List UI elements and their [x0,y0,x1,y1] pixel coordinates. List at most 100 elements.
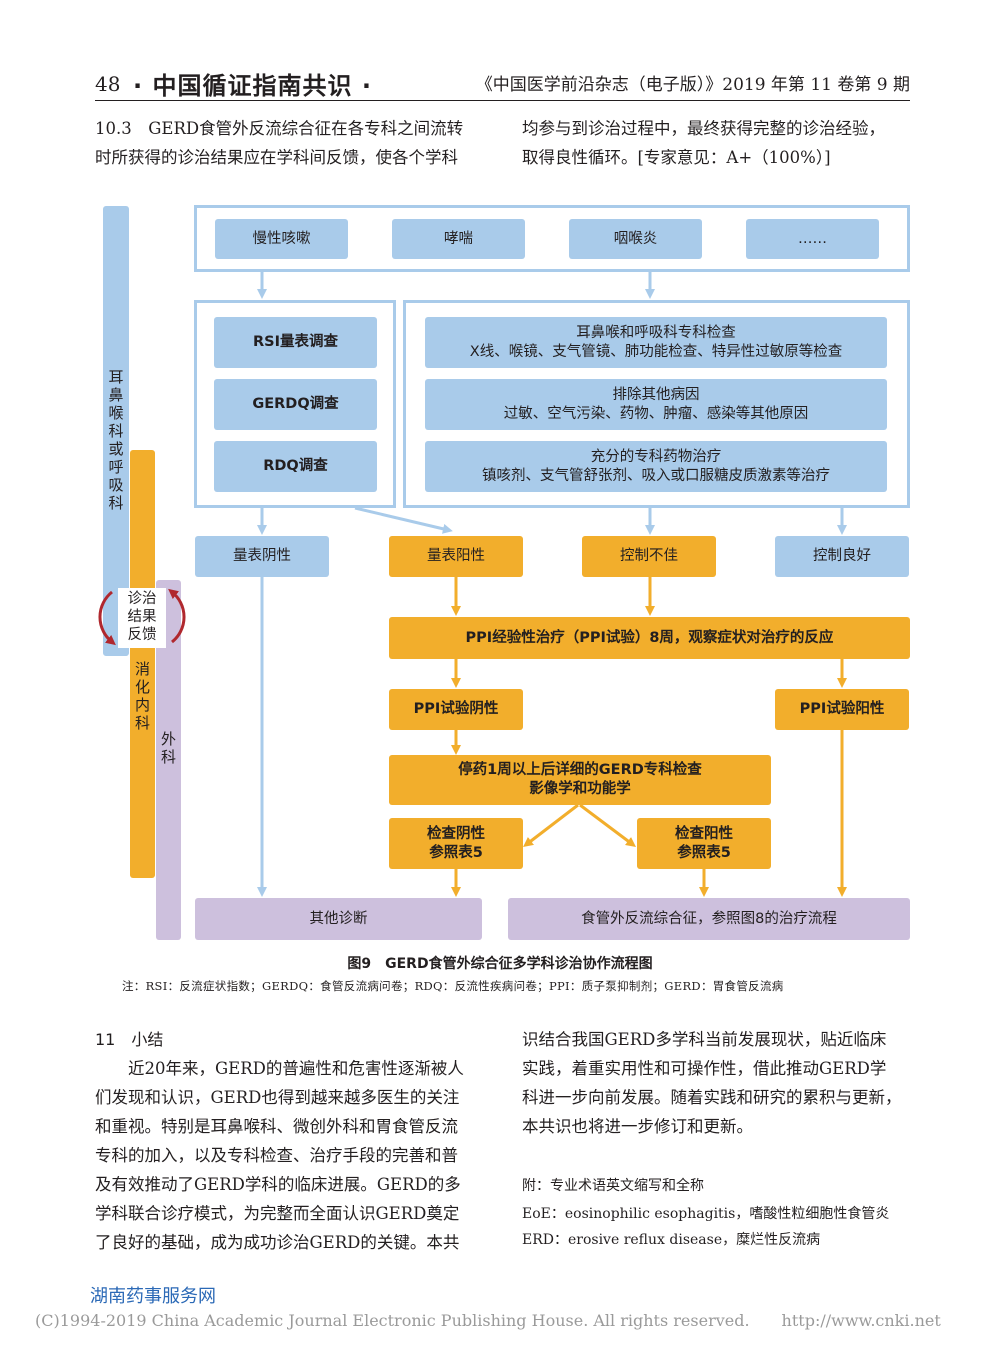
specialty-exam-detail: X线、喉镜、支气管镜、肺功能检查、特异性过敏原等检查 [469,343,843,360]
feedback-label-line: 诊治 [127,591,157,607]
flowchart-figure: 耳鼻喉科或呼吸科 消化内科 外科 诊治结果反馈 慢性咳嗽 哮喘 咽喉炎 …… R… [98,205,910,940]
gi-label: 消化内科 [130,660,155,732]
ppi-trial: PPI经验性治疗（PPI试验）8周，观察症状对治疗的反应 [389,617,910,659]
exclude-title: 排除其他病因 [612,386,700,403]
vertical-label-char: 喉 [108,404,124,422]
appendix-title: 附：专业术语英文缩写和全称 [522,1178,704,1194]
symptom-frame [194,205,910,272]
result-poor-control: 控制不佳 [582,536,716,577]
questionnaire-frame [194,300,396,508]
questionnaire-rsi: RSI量表调查 [214,317,377,368]
appendix-item: ERD：erosive reflux disease，糜烂性反流病 [522,1232,821,1248]
drug-therapy-detail: 镇咳剂、支气管舒张剂、吸入或口服糖皮质激素等治疗 [482,467,830,484]
symptom-label: 慢性咳嗽 [252,230,311,247]
gi-bar [130,450,155,878]
questionnaire-rdq: RDQ调查 [214,441,377,492]
symptom-asthma: 哮喘 [392,219,525,259]
exam-positive-ref: 参照表5 [677,844,731,861]
summary-column-left: 11 小结 近20年来，GERD的普遍性和危害性逐渐被人 们发现和认识，GERD… [95,1025,490,1257]
vertical-label-char: 化 [134,678,150,696]
specialty-frame [403,300,910,508]
intro-line: 均参与到诊治过程中，最终获得完整的诊治经验， [522,119,885,138]
intro-column-right: 均参与到诊治过程中，最终获得完整的诊治经验， 取得良性循环。[专家意见：A+（1… [522,114,917,172]
final-diagnosis-label: 食管外反流综合征，参照图8的治疗流程 [581,910,837,927]
symptom-chronic-cough: 慢性咳嗽 [215,219,348,259]
feedback-label-line: 结果 [127,609,157,625]
feedback-label: 诊治结果反馈 [116,590,168,644]
arrow-gerd-exam-to-exam-positive [579,803,636,847]
result-scale-negative: 量表阴性 [195,536,329,577]
vertical-label-char: 内 [134,696,150,714]
vertical-label-char: 鼻 [108,386,124,404]
ppi-positive-label: PPI试验阳性 [799,701,885,717]
summary-line: 本共识也将进一步修订和更新。 [522,1117,753,1136]
copyright-line: (C)1994-2019 China Academic Journal Elec… [35,1311,941,1330]
exam-positive-title: 检查阳性 [675,825,733,842]
arrow-gerd-exam-to-exam-negative [523,803,579,848]
surgery-label: 外科 [156,730,181,766]
symptom-label: 咽喉炎 [613,230,658,247]
vertical-label-char: 呼 [108,458,124,476]
intro-line: 时所获得的诊治结果应在学科间反馈，使各个学科 [95,148,458,167]
section-header-title: · 中国循证指南共识 · [133,72,372,100]
vertical-label-char: 消 [134,660,150,678]
summary-line: 及有效推动了GERD学科的临床进展。GERD的多 [95,1175,461,1194]
gerd-exam-detail: 影像学和功能学 [529,781,631,797]
arrow-to-scale-positive [354,506,453,534]
intro-column-left: 10.3 GERD食管外反流综合征在各专科之间流转 时所获得的诊治结果应在学科间… [95,114,490,172]
summary-line: 们发现和认识，GERD也得到越来越多医生的关注 [95,1088,460,1107]
gerd-specialty-exam: 停药1周以上后详细的GERD专科检查 影像学和功能学 [389,755,771,805]
exclude-other-causes: 排除其他病因 过敏、空气污染、药物、肿瘤、感染等其他原因 [425,379,887,430]
symptom-label: 哮喘 [444,230,473,247]
ent-respiratory-bar [103,206,129,656]
specialty-exam-title: 耳鼻喉和呼吸科专科检查 [576,324,736,341]
summary-line: 专科的加入，以及专科检查、治疗手段的完善和普 [95,1146,458,1165]
exam-positive: 检查阳性 参照表5 [637,818,771,869]
symptom-more: …… [746,219,879,259]
vertical-label-char: 科 [160,748,176,766]
summary-line: 学科联合诊疗模式，为完整而全面认识GERD奠定 [95,1204,460,1223]
figure-note: 注：RSI：反流症状指数；GERDQ：食管反流病问卷；RDQ：反流性疾病问卷；P… [122,979,784,993]
symptom-label: …… [798,230,827,247]
ppi-trial-negative: PPI试验阴性 [389,689,523,730]
vertical-label-char: 科 [108,422,124,440]
result-good-control: 控制良好 [775,536,909,577]
feedback-arrow-right [168,588,186,644]
summary-line: 近20年来，GERD的普遍性和危害性逐渐被人 [95,1059,464,1078]
summary-line: 科进一步向前发展。随着实践和研究的累积与更新， [522,1088,902,1107]
feedback-arrow-left [98,590,116,646]
feedback-center [118,588,166,648]
flowchart-arrows [98,272,847,897]
journal-header: 《中国医学前沿杂志（电子版）》2019 年第 11 卷第 9 期 [475,75,910,95]
final-diagnosis: 食管外反流综合征，参照图8的治疗流程 [508,898,910,940]
questionnaire-gerdq: GERDQ调查 [214,379,377,430]
result-label: 量表阳性 [427,548,485,564]
vertical-label-char: 外 [160,730,176,748]
other-diagnosis-label: 其他诊断 [309,910,368,927]
summary-line: 和重视。特别是耳鼻喉科、微创外科和胃食管反流 [95,1117,458,1136]
result-label: 控制良好 [813,548,871,564]
specialty-exam: 耳鼻喉和呼吸科专科检查 X线、喉镜、支气管镜、肺功能检查、特异性过敏原等检查 [425,317,887,368]
vertical-label-char: 科 [108,494,124,512]
vertical-label-char: 科 [134,714,150,732]
vertical-label-char: 或 [108,440,124,458]
exam-negative-ref: 参照表5 [429,844,483,861]
intro-line: 取得良性循环。[专家意见：A+（100%）] [522,148,831,167]
symptom-laryngitis: 咽喉炎 [569,219,702,259]
exam-negative: 检查阴性 参照表5 [389,818,523,869]
intro-line: 10.3 GERD食管外反流综合征在各专科之间流转 [95,119,464,138]
result-label: 量表阴性 [233,548,291,564]
gerd-exam-title: 停药1周以上后详细的GERD专科检查 [458,762,702,778]
exclude-detail: 过敏、空气污染、药物、肿瘤、感染等其他原因 [503,405,809,422]
specialty-drug-therapy: 充分的专科药物治疗 镇咳剂、支气管舒张剂、吸入或口服糖皮质激素等治疗 [425,441,887,492]
page-number: 48 [95,72,121,96]
result-label: 控制不佳 [620,548,678,564]
drug-therapy-title: 充分的专科药物治疗 [590,448,722,465]
summary-line: 识结合我国GERD多学科当前发展现状，贴近临床 [522,1030,887,1049]
questionnaire-label: GERDQ调查 [252,396,339,412]
summary-line: 了良好的基础，成为成功诊治GERD的关键。本共 [95,1233,460,1252]
vertical-label-char: 耳 [108,368,124,386]
figure-caption: 图9 GERD食管外综合征多学科诊治协作流程图 [347,956,653,972]
header-rule [95,100,910,101]
ppi-trial-positive: PPI试验阳性 [775,689,909,730]
